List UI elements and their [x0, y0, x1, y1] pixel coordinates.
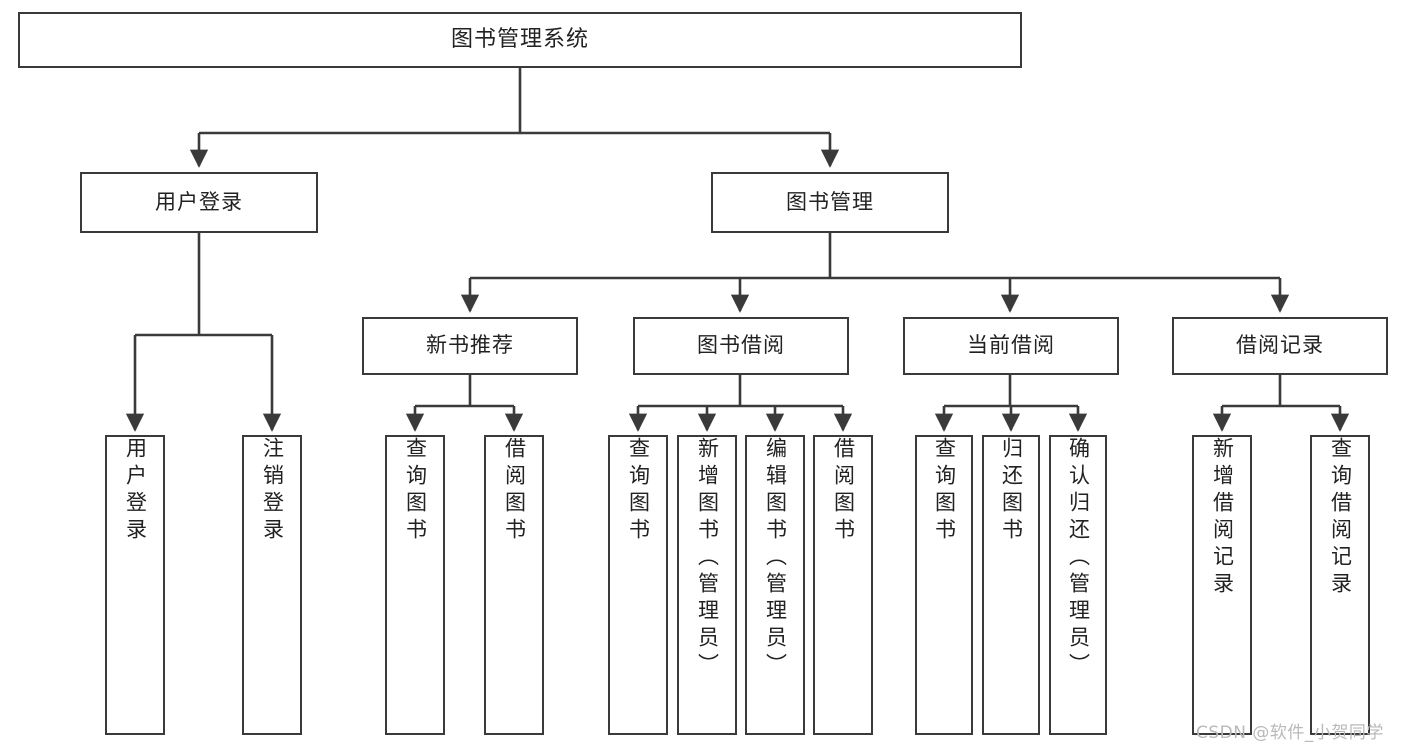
csdn-watermark: CSDN @软件_小贺同学	[1196, 723, 1384, 743]
node-new-book-recommend[interactable]: 新书推荐	[362, 317, 578, 375]
leaf-label: 编辑图书（管理员）	[763, 437, 788, 680]
node-user-login[interactable]: 用户登录	[80, 172, 318, 233]
leaf-user-login-logout[interactable]: 注销登录	[242, 435, 302, 735]
leaf-user-login-login[interactable]: 用户登录	[105, 435, 165, 735]
node-book-management[interactable]: 图书管理	[711, 172, 949, 233]
leaf-label: 归还图书	[999, 437, 1024, 545]
leaf-label: 查询借阅记录	[1328, 437, 1353, 599]
node-book-borrow[interactable]: 图书借阅	[633, 317, 849, 375]
leaf-record-add[interactable]: 新增借阅记录	[1192, 435, 1252, 735]
leaf-label: 新增借阅记录	[1210, 437, 1235, 599]
leaf-borrow-edit-book[interactable]: 编辑图书（管理员）	[745, 435, 805, 735]
leaf-new-book-query[interactable]: 查询图书	[385, 435, 445, 735]
leaf-label: 确认归还（管理员）	[1066, 437, 1091, 680]
leaf-label: 注销登录	[260, 437, 285, 545]
leaf-borrow-add-book[interactable]: 新增图书（管理员）	[677, 435, 737, 735]
leaf-label: 查询图书	[626, 437, 651, 545]
node-root-system[interactable]: 图书管理系统	[18, 12, 1022, 68]
leaf-label: 查询图书	[403, 437, 428, 545]
leaf-borrow-query-book[interactable]: 查询图书	[608, 435, 668, 735]
leaf-borrow-borrow-book[interactable]: 借阅图书	[813, 435, 873, 735]
node-borrow-record[interactable]: 借阅记录	[1172, 317, 1388, 375]
leaf-label: 借阅图书	[831, 437, 856, 545]
leaf-current-query-book[interactable]: 查询图书	[915, 435, 973, 735]
leaf-label: 查询图书	[932, 437, 957, 545]
leaf-label: 新增图书（管理员）	[695, 437, 720, 680]
leaf-label: 用户登录	[123, 437, 148, 545]
leaf-current-confirm-return[interactable]: 确认归还（管理员）	[1049, 435, 1107, 735]
leaf-label: 借阅图书	[502, 437, 527, 545]
leaf-new-book-borrow[interactable]: 借阅图书	[484, 435, 544, 735]
node-current-borrow[interactable]: 当前借阅	[903, 317, 1119, 375]
leaf-record-query[interactable]: 查询借阅记录	[1310, 435, 1370, 735]
leaf-current-return-book[interactable]: 归还图书	[982, 435, 1040, 735]
